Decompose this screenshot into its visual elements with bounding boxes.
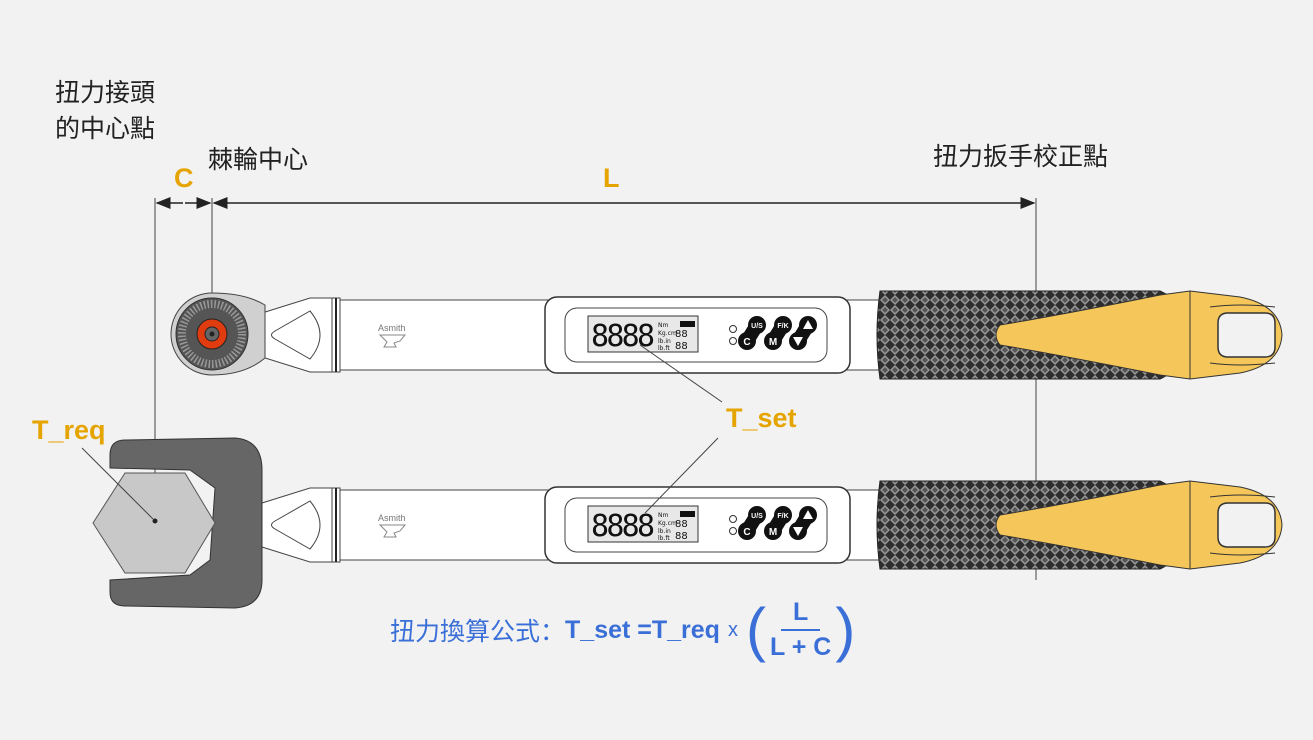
us-button: U/S	[751, 513, 763, 520]
open-end-torque-wrench	[262, 481, 1282, 569]
formula-paren-close: )	[835, 596, 856, 663]
formula-lhs: T_set =T_req	[565, 615, 720, 644]
brand-logo: Asmith	[378, 323, 406, 333]
formula-fraction: L L + C	[770, 598, 831, 662]
calibration-point-label: 扭力扳手校正點	[933, 142, 1109, 171]
formula-numerator: L	[780, 598, 821, 631]
t-set-label: T_set	[726, 403, 797, 433]
dim-l-label: L	[603, 163, 620, 193]
m-button: M	[769, 337, 777, 348]
formula-paren-open: (	[745, 596, 766, 663]
fk-button: F/K	[777, 323, 788, 330]
open-end-spanner-head	[92, 437, 263, 609]
t-req-label: T_req	[32, 415, 106, 445]
formula-times: x	[727, 618, 738, 641]
us-button: U/S	[751, 323, 763, 330]
bottom-wrench-texts: Asmith 8888 U/S C F/K M	[378, 509, 789, 544]
formula-prefix: 扭力換算公式：	[390, 617, 566, 646]
lcd-digits: 8888	[591, 509, 655, 544]
c-button: C	[743, 337, 750, 348]
brand-logo: Asmith	[378, 513, 406, 523]
dim-c-label: C	[174, 163, 194, 193]
ratchet-torque-wrench	[262, 291, 1282, 379]
formula-denominator: L + C	[769, 633, 832, 661]
joint-center-label-1: 扭力接頭	[55, 78, 156, 107]
c-button: C	[743, 527, 750, 538]
t-req-leader	[81, 447, 154, 520]
m-button: M	[769, 527, 777, 538]
fk-button: F/K	[777, 513, 788, 520]
conversion-formula: 扭力換算公式： T_set =T_req x ( L L + C )	[390, 598, 855, 662]
ratchet-center-label: 棘輪中心	[208, 145, 309, 174]
t-set-leader-top	[639, 344, 723, 403]
t-set-leader-bottom	[644, 437, 719, 514]
joint-center-label-2: 的中心點	[55, 114, 156, 143]
ratchet-head	[170, 292, 266, 376]
